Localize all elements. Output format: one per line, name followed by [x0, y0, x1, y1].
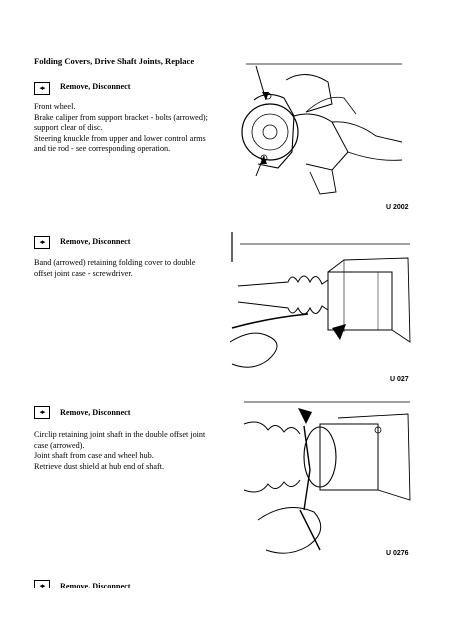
figure-3-label: U 0276 [386, 550, 409, 557]
double-arrow-icon: ◂▸ [34, 236, 50, 249]
section-1-line-3: Steering knuckle from upper and lower co… [34, 133, 206, 154]
section-2-heading: Remove, Disconnect [60, 237, 131, 246]
section-1-line-1: Front wheel. [34, 102, 76, 111]
section-3-line-3: Retrieve dust shield at hub end of shaft… [34, 461, 165, 471]
section-2-line-1: Band (arrowed) retaining folding cover t… [34, 258, 196, 278]
figure-1-label: U 2002 [386, 204, 409, 211]
double-arrow-icon: ◂▸ [34, 406, 50, 419]
section-3-heading: Remove, Disconnect [60, 408, 131, 417]
section-2-text: Band (arrowed) retaining folding cover t… [34, 258, 214, 279]
section-4-heading: Remove, Disconnect [60, 582, 131, 591]
double-arrow-icon: ◂▸ [34, 82, 50, 95]
page-title: Folding Covers, Drive Shaft Joints, Repl… [34, 56, 195, 66]
figure-2-label: U 027 [390, 376, 409, 383]
circlip-removal-figure [243, 401, 411, 554]
section-1-heading: Remove, Disconnect [60, 82, 131, 91]
section-3-text: Circlip retaining joint shaft in the dou… [34, 430, 214, 472]
page-bottom-cutoff [0, 588, 452, 640]
section-1-text: Front wheel. Brake caliper from support … [34, 102, 214, 155]
section-1-line-2: Brake caliper from support bracket - bol… [34, 112, 208, 133]
section-3-line-1: Circlip retaining joint shaft in the dou… [34, 430, 206, 450]
folding-cover-band-figure [229, 232, 411, 368]
section-3-line-2: Joint shaft from case and wheel hub. [34, 451, 154, 461]
brake-caliper-figure [241, 63, 403, 195]
